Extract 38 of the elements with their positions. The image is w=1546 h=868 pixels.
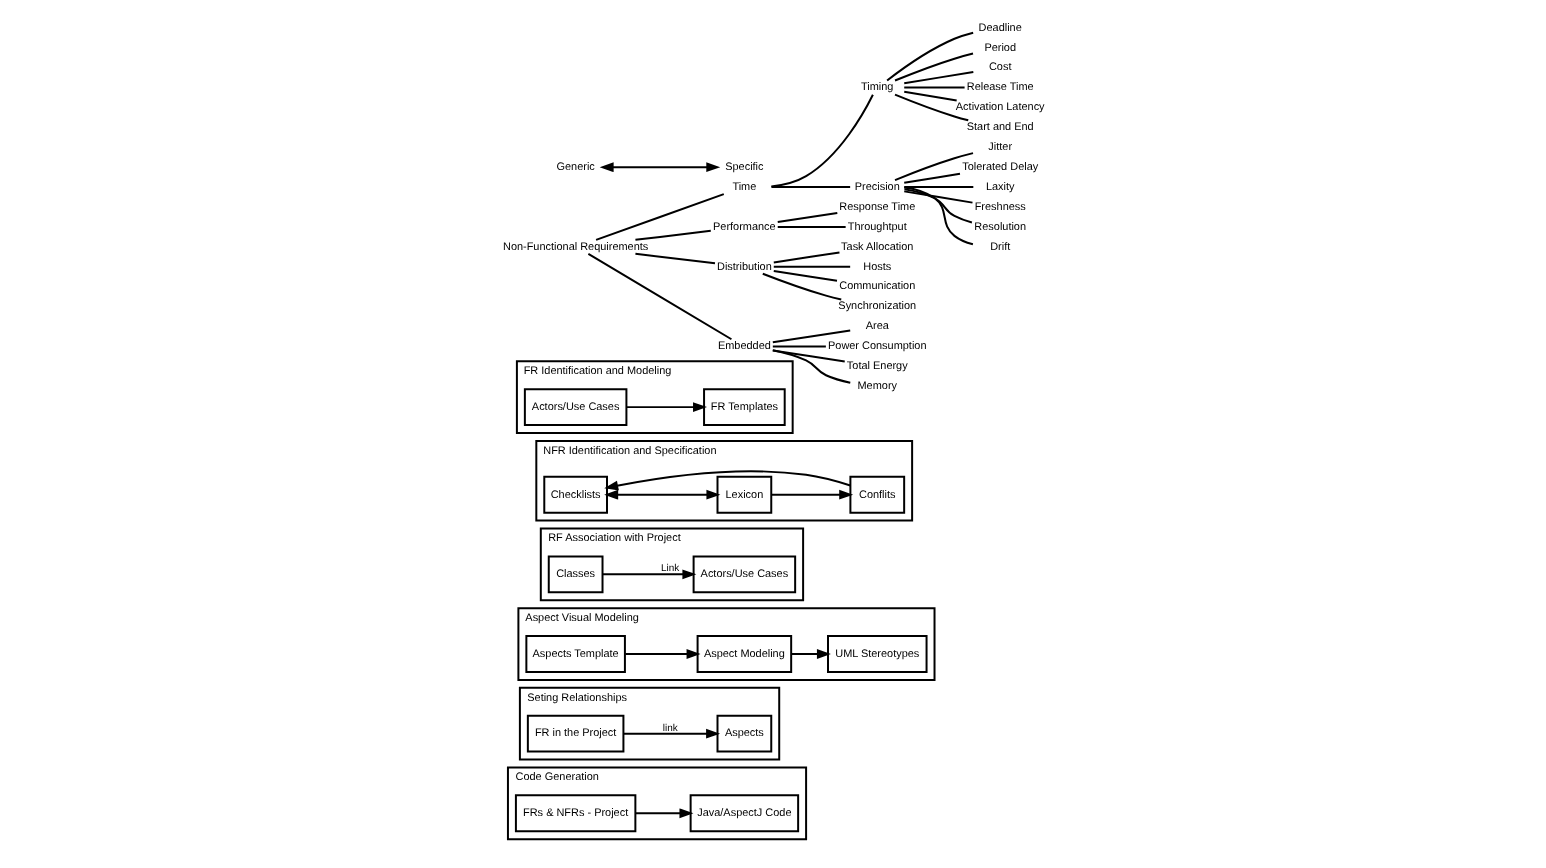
arrow [624,649,701,659]
connector [894,93,970,122]
connector [776,211,839,223]
arrow [770,489,854,500]
connector [903,90,958,102]
arrow [604,470,852,491]
connector [894,152,975,182]
connector [634,252,716,265]
connector [771,345,827,348]
connector [903,186,974,246]
connector [772,265,852,268]
arrow [790,649,831,659]
connector [770,93,874,188]
connector [770,186,852,189]
connector [903,86,966,89]
connector [634,229,712,241]
arrow [622,728,721,739]
arrow [601,569,697,580]
connector [587,252,733,341]
connector [772,251,841,264]
connector [903,172,961,184]
connector [894,52,975,82]
arrow [599,162,721,173]
connector [595,193,725,241]
connector [771,349,846,363]
connector [772,270,838,282]
connector [886,31,975,82]
connector [903,70,975,85]
connector [903,188,973,224]
connector [776,225,847,228]
connector [771,349,852,384]
arrow [625,402,707,412]
connector [771,329,852,344]
arrow [604,489,721,500]
connector [761,272,843,301]
connector [903,190,974,204]
connector [903,186,975,189]
arrow [634,808,694,819]
